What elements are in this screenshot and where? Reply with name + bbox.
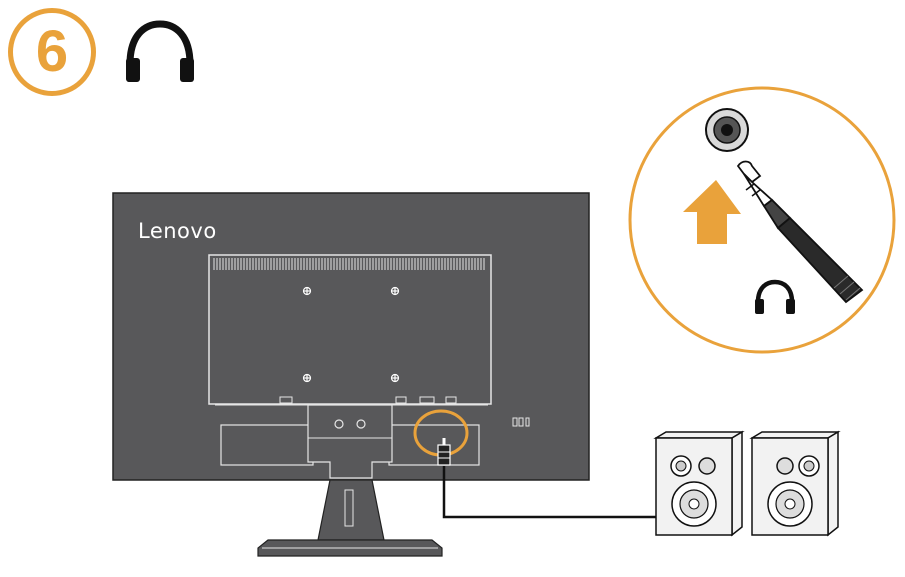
step-number: 6 [35,19,69,84]
insert-arrow-icon [683,180,741,244]
headphones-icon [126,20,194,82]
speaker-right [749,430,841,537]
monitor-back: Lenovo [112,192,590,557]
step-number-badge: 6 [8,8,96,96]
audio-plug [437,438,451,466]
headphone-jack-socket [705,108,749,152]
port-strip [279,396,457,404]
speaker-left [653,430,745,537]
audio-cable [442,466,656,519]
audio-jack-callout [628,86,896,354]
monitor-stand [257,404,443,557]
vent-grille [213,258,485,270]
brand-logo: Lenovo [138,219,217,243]
audio-plug-closeup [736,160,864,304]
headphones-icon [755,279,795,314]
control-buttons [512,417,530,427]
vesa-holes [302,286,400,383]
